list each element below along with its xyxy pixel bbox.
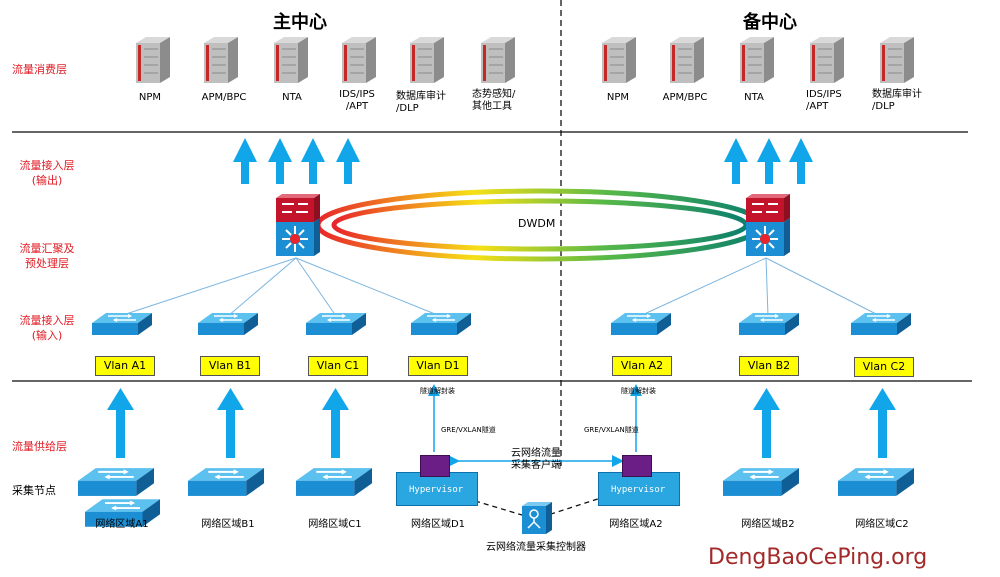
link-controller-right xyxy=(547,487,633,516)
layer-access-in-label: 流量接入层 (输入) xyxy=(19,314,75,342)
collect-switch-icon xyxy=(838,467,914,497)
access-switch-icon xyxy=(410,312,472,336)
tunnel-decap-label: 隧道解封装 xyxy=(420,387,455,395)
out-arrow xyxy=(268,138,292,184)
layer-aggregate-label: 流量汇聚及 预处理层 xyxy=(19,242,75,270)
out-arrow xyxy=(757,138,781,184)
access-switch-icon xyxy=(610,312,672,336)
supply-arrow xyxy=(322,388,349,458)
out-arrow xyxy=(233,138,257,184)
vlan-label: Vlan A2 xyxy=(612,356,672,376)
collect-switch-icon xyxy=(188,467,264,497)
access-switch-icon xyxy=(197,312,259,336)
backup-device-label: IDS/IPS /APT xyxy=(806,89,842,112)
access-switch-icon xyxy=(91,312,153,336)
collect-node-label: 采集节点 xyxy=(12,484,56,497)
collect-switch-icon xyxy=(723,467,799,497)
zone-label: 网络区域B1 xyxy=(201,519,255,530)
vlan-label: Vlan D1 xyxy=(408,356,468,376)
zone-label: 网络区域B2 xyxy=(741,519,795,530)
controller-label: 云网络流量采集控制器 xyxy=(486,542,586,553)
layer-consume-label: 流量消费层 xyxy=(12,63,67,76)
tunnel-decap-label: 隧道解封装 xyxy=(621,387,656,395)
hypervisor-label: Hypervisor xyxy=(611,485,666,495)
watermark: DengBaoCePing.org xyxy=(708,545,928,570)
supply-arrow xyxy=(869,388,896,458)
vlan-label: Vlan B1 xyxy=(200,356,260,376)
backup-device-label: NPM xyxy=(606,92,630,103)
zone-label: 网络区域D1 xyxy=(410,519,466,530)
out-arrow xyxy=(301,138,325,184)
backup-device-label: NTA xyxy=(744,92,764,103)
out-arrow xyxy=(336,138,360,184)
vlan-label: Vlan B2 xyxy=(739,356,799,376)
gre-vxlan-tunnel-label: GRE/VXLAN隧道 xyxy=(441,426,496,434)
main-device-label: IDS/IPS /APT xyxy=(339,89,375,112)
access-switch-icon xyxy=(305,312,367,336)
zone-label: 网络区域C2 xyxy=(855,519,909,530)
hypervisor-box-left: Hypervisor xyxy=(396,472,478,506)
zone-label: 网络区域A2 xyxy=(609,519,663,530)
hypervisor-label: Hypervisor xyxy=(409,485,464,495)
main-device-label: NTA xyxy=(282,92,302,103)
main-center-title: 主中心 xyxy=(273,12,327,33)
backup-center-title: 备中心 xyxy=(743,12,797,33)
controller-icon xyxy=(522,502,552,534)
hypervisor-box-right: Hypervisor xyxy=(598,472,680,506)
layer-supply-label: 流量供给层 xyxy=(12,440,67,453)
zone-label: 网络区域A1 xyxy=(95,519,149,530)
access-switch-icon xyxy=(850,312,912,336)
main-device-label: NPM xyxy=(138,92,162,103)
backup-device-label: 数据库审计 /DLP xyxy=(872,89,922,112)
supply-arrow xyxy=(107,388,134,458)
dwdm-label: DWDM xyxy=(518,217,556,230)
gre-vxlan-tunnel-label: GRE/VXLAN隧道 xyxy=(584,426,639,434)
vlan-label: Vlan C1 xyxy=(308,356,368,376)
supply-arrow xyxy=(217,388,244,458)
vlan-label: Vlan C2 xyxy=(854,357,914,377)
cloud-client-label: 云网络流量 采集客户端 xyxy=(511,448,561,471)
supply-arrow xyxy=(753,388,780,458)
vlan-label: Vlan A1 xyxy=(95,356,155,376)
collect-switch-icon xyxy=(296,467,372,497)
out-arrow xyxy=(789,138,813,184)
main-device-label: 数据库审计 /DLP xyxy=(396,91,446,114)
access-switch-icon xyxy=(738,312,800,336)
main-device-label: APM/BPC xyxy=(201,92,247,103)
out-arrow xyxy=(724,138,748,184)
vm-client-icon xyxy=(420,455,450,477)
backup-device-label: APM/BPC xyxy=(662,92,708,103)
collect-switch-icon xyxy=(78,467,154,497)
main-device-label: 态势感知/ 其他工具 xyxy=(472,89,516,112)
zone-label: 网络区域C1 xyxy=(308,519,362,530)
vm-client-icon xyxy=(622,455,652,477)
layer-access-out-label: 流量接入层 (输出) xyxy=(19,159,75,187)
